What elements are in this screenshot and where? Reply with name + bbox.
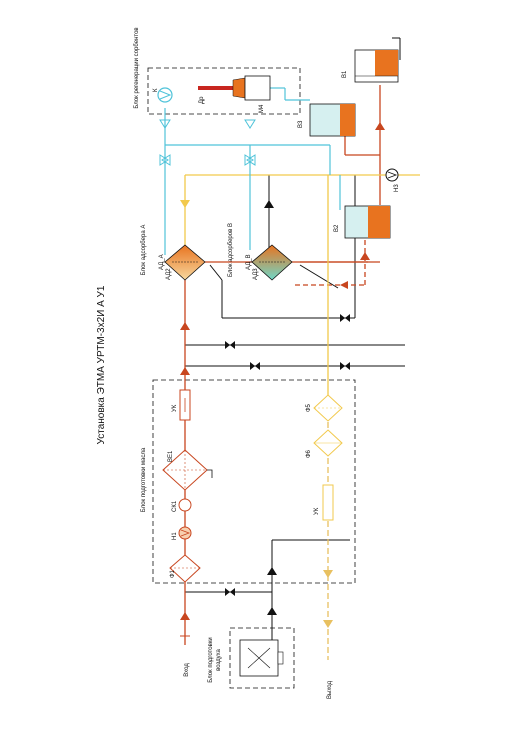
filter-f5 — [313, 394, 343, 422]
label-n3: Н3 — [394, 184, 400, 192]
label-f6: Ф6 — [306, 449, 312, 458]
arrow-fuel-2 — [323, 570, 333, 578]
arrow-oil-5 — [340, 281, 348, 289]
label-uk: УК — [172, 404, 178, 412]
pump-n1-icon — [180, 529, 191, 537]
air-prep-label-1: Блок подготовки — [208, 637, 214, 682]
arrow-oil-1 — [180, 322, 190, 330]
vacuum-evaporator-be1 — [162, 449, 213, 491]
label-f5: Ф5 — [306, 403, 312, 412]
flowmeter-uk-fuel — [322, 484, 334, 521]
regeneration-label: Блок регенерации сорбентов — [134, 27, 140, 108]
arrow-fuel-3 — [323, 620, 333, 628]
valve-3 — [340, 362, 350, 370]
heater-dp-body — [232, 77, 246, 99]
filter-f1 — [169, 554, 201, 583]
air-prep-frame — [229, 627, 295, 689]
label-ad2: АД2 — [166, 268, 172, 280]
label-b1: В1 — [342, 70, 348, 78]
label-b2: В2 — [334, 224, 340, 232]
pump-n3-icon — [387, 171, 398, 179]
valve-6 — [159, 154, 171, 166]
label-m4: М4 — [259, 104, 265, 113]
oil-lines — [184, 85, 381, 645]
arrow-oil-4 — [375, 122, 385, 130]
diagram-title: Установка ЭТМА УРТМ-3x2И А У1 — [96, 285, 107, 444]
arrow-oil-3 — [180, 612, 190, 620]
compressor-k-icon — [159, 90, 172, 100]
oil-prep-frame — [152, 379, 356, 584]
label-vhod: Вход — [184, 663, 190, 677]
label-ad3: АД3 — [253, 268, 259, 280]
label-uk-fuel: УК — [314, 507, 320, 515]
heater-dp-bar — [198, 86, 233, 90]
valve-1 — [225, 341, 235, 349]
arrow-black-3 — [267, 607, 277, 615]
tank-b1 — [354, 49, 399, 83]
filter-f6 — [313, 429, 343, 457]
tank-b2 — [344, 205, 391, 239]
valve-8 — [159, 119, 171, 129]
label-b3: В3 — [298, 120, 304, 128]
adsorber-a-label: Блок адсорбера А — [141, 225, 147, 276]
oil-prep-label: Блок подготовки масла — [141, 447, 147, 512]
label-dp: Др — [199, 96, 205, 104]
arrow-oil-2 — [180, 367, 190, 375]
heater-sk1 — [178, 498, 192, 512]
label-sk1: СК1 — [172, 500, 178, 512]
arrow-oil-6 — [360, 252, 370, 260]
label-ad-b: АД_В — [246, 254, 252, 270]
label-ad-a: АД_А — [159, 254, 165, 270]
valve-9 — [244, 119, 256, 129]
black-lines — [185, 37, 405, 640]
valve-5 — [225, 588, 235, 596]
arrow-black-2 — [267, 567, 277, 575]
label-k: К — [153, 88, 159, 92]
valve-4 — [340, 314, 350, 322]
label-be1: ВЕ1 — [168, 450, 174, 462]
air-prep-unit — [239, 639, 284, 677]
fuel-lines — [184, 174, 420, 395]
arrow-black-1 — [264, 200, 274, 208]
adsorber-a — [164, 244, 206, 281]
heater-dp-housing — [244, 75, 271, 101]
label-n1: Н1 — [172, 532, 178, 540]
valve-7 — [244, 154, 256, 166]
label-vyhod: Выход — [327, 681, 333, 699]
regeneration-frame — [147, 67, 301, 115]
label-f1: Ф1 — [170, 569, 176, 578]
air-prep-label-2: воздуха — [216, 648, 222, 670]
compressor-k — [157, 87, 173, 103]
adsorber-b — [251, 244, 293, 281]
tank-b3 — [309, 103, 356, 137]
arrow-fuel-1 — [180, 200, 190, 208]
valve-2 — [250, 362, 260, 370]
adsorber-b-label: Блок адсорберов В — [228, 223, 234, 277]
